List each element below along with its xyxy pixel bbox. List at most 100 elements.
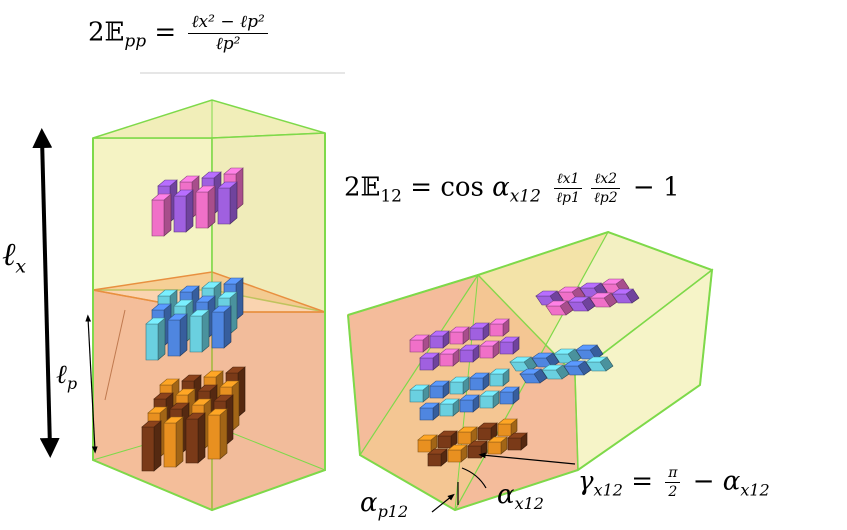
block-face [159, 378, 180, 386]
block-face [427, 453, 442, 467]
formula-epp-numerator: ℓx² − ℓp² [188, 14, 268, 34]
label-gamma-frac-den: 2 [668, 484, 678, 500]
block-face [147, 406, 168, 414]
block-face [181, 374, 202, 382]
block-face [541, 364, 564, 371]
right-box-edge [347, 230, 714, 512]
block-face [477, 422, 498, 429]
block-face [469, 372, 490, 379]
block-face [589, 292, 612, 299]
block-face [439, 398, 460, 405]
block-cluster-cyan [145, 277, 244, 361]
block-face [439, 403, 454, 417]
block-face [195, 295, 216, 303]
label-lx-symbol: ℓ [2, 235, 16, 273]
block-face [409, 389, 424, 403]
block-face [191, 398, 212, 406]
block-face [197, 412, 206, 464]
formula-e12-f1-den: ℓp1 [556, 190, 580, 206]
alpha-p-pointer [431, 493, 455, 513]
block-face [151, 303, 172, 311]
block-face [447, 449, 462, 463]
block-face [497, 418, 518, 425]
block-face [169, 402, 190, 410]
label-lx: ℓx [2, 238, 26, 276]
formula-e12: 2𝔼12 = cos αx12 ℓx1 ℓp1 ℓx2 ℓp2 − 1 [344, 172, 679, 206]
block-face [459, 349, 474, 363]
block-face [545, 300, 568, 307]
formula-epp-lhs: 2𝔼 [88, 17, 125, 48]
block-face [449, 331, 464, 345]
block-face [179, 175, 200, 183]
block-face [437, 435, 452, 449]
block-face [489, 323, 504, 337]
block-face [557, 286, 580, 293]
block-face [157, 317, 166, 361]
block-face [535, 290, 558, 297]
label-alpha-x-sub: x12 [514, 494, 544, 514]
formula-e12-f1-num: ℓx1 [553, 172, 583, 189]
block-face [197, 384, 218, 392]
block-face [417, 434, 438, 441]
gamma-pointer [478, 452, 576, 465]
right-box-edge [574, 374, 579, 471]
block-face [419, 402, 440, 409]
block-face [153, 392, 174, 400]
block-face [459, 394, 480, 401]
block-face [489, 373, 504, 387]
block-face [173, 195, 187, 233]
block-face [417, 439, 432, 453]
formula-e12-eq: = [410, 172, 433, 203]
block-face [217, 291, 238, 299]
block-face [479, 345, 494, 359]
block-face [207, 408, 228, 416]
block-face [489, 318, 510, 325]
alpha-x-arc [461, 467, 487, 489]
block-face [173, 189, 194, 197]
block-face [479, 340, 500, 347]
block-face [439, 353, 454, 367]
block-face [499, 341, 514, 355]
block-face [163, 193, 172, 237]
block-face [507, 437, 522, 451]
block-face [167, 319, 181, 357]
block-face [219, 408, 228, 460]
block-face [211, 311, 225, 349]
block-face [195, 185, 216, 193]
block-face [467, 445, 482, 459]
block-face [553, 348, 576, 355]
block-face [567, 296, 590, 303]
block-face [477, 427, 492, 441]
block-face [499, 391, 514, 405]
block-face [189, 315, 203, 353]
left-box-edge [104, 309, 126, 401]
label-lp-sub: p [66, 374, 78, 394]
block-face [479, 390, 500, 397]
block-face [229, 181, 238, 225]
block-face [509, 356, 532, 363]
block-face [185, 189, 194, 233]
block-face [225, 366, 246, 374]
block-face [409, 334, 430, 341]
block-face [185, 418, 199, 464]
block-face [189, 309, 210, 317]
block-face [153, 420, 162, 472]
block-cluster-sheared-cyan [409, 344, 614, 421]
block-face [489, 368, 510, 375]
label-gamma-tail: − α [692, 466, 741, 497]
block-face [499, 386, 520, 393]
formula-e12-cos: cos [440, 172, 484, 203]
block-face [429, 335, 444, 349]
block-face [201, 171, 222, 179]
block-cluster-orange [141, 366, 246, 472]
label-lp-symbol: ℓ [56, 360, 67, 390]
block-face [429, 385, 444, 399]
formula-e12-fraction-1: ℓx1 ℓp1 [553, 172, 583, 205]
block-face [223, 305, 232, 349]
formula-e12-f2-den: ℓp2 [593, 190, 618, 206]
block-face [223, 277, 244, 285]
block-face [217, 187, 231, 225]
block-face [409, 339, 424, 353]
label-gamma-frac-num: π [665, 466, 681, 483]
